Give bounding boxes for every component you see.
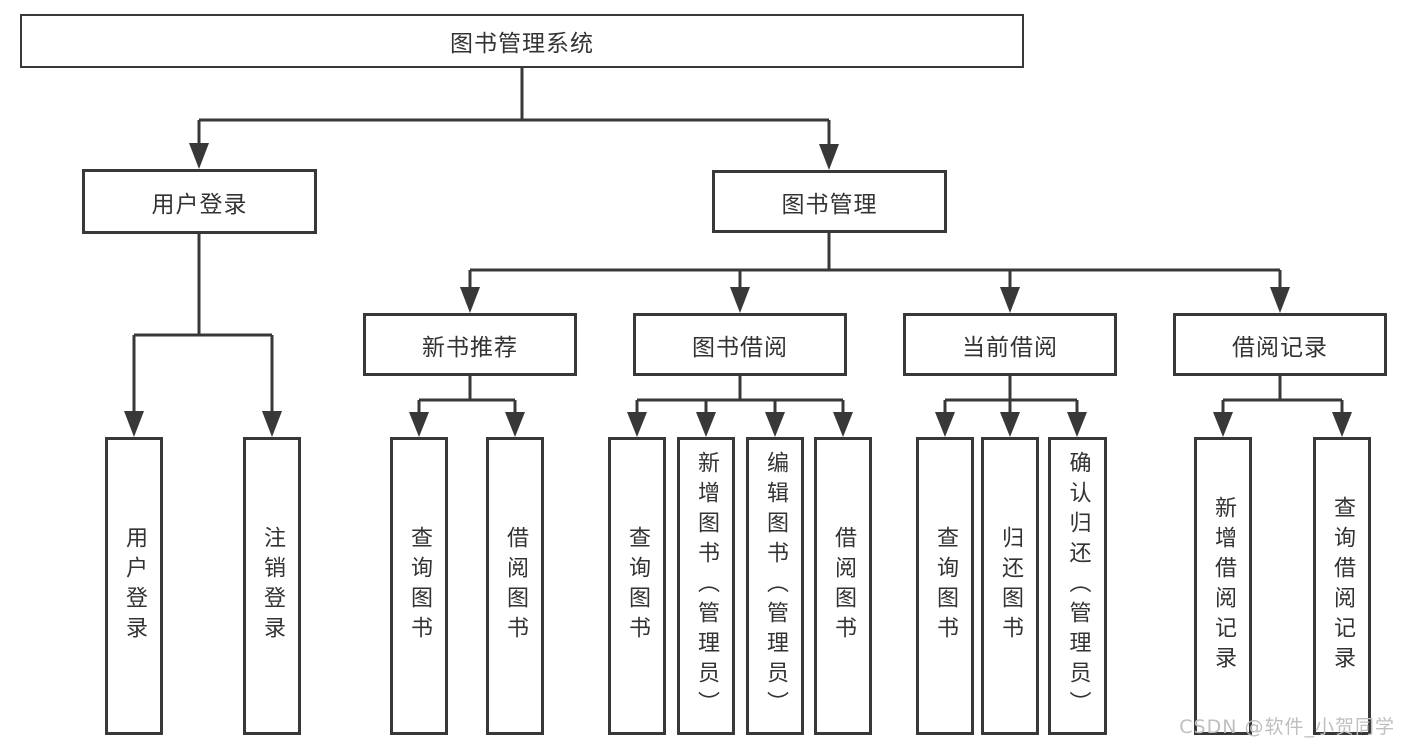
arrowhead [935, 412, 955, 437]
arrowhead [696, 412, 716, 437]
node-book-management: 图书管理 [712, 170, 947, 233]
arrowhead [765, 412, 785, 437]
connector-book-borrow-to-leaves [627, 376, 853, 437]
leaf-query-books-current-label: 查询图书 [933, 526, 958, 646]
arrowhead [833, 412, 853, 437]
connector-user-login-to-leaves [124, 234, 282, 437]
connector-book-management-to-level3 [460, 233, 1290, 313]
leaf-add-books-admin-label: 新增图书（管理员） [694, 451, 719, 721]
node-root: 图书管理系统 [20, 14, 1024, 68]
arrowhead [1067, 412, 1087, 437]
leaf-confirm-return-admin: 确认归还（管理员） [1048, 437, 1107, 735]
node-borrow-records-label: 借阅记录 [1232, 334, 1328, 361]
leaf-borrow-books-label: 借阅图书 [831, 526, 856, 646]
arrowhead [1000, 287, 1020, 313]
leaf-edit-books-admin: 编辑图书（管理员） [746, 437, 804, 735]
arrowhead [819, 144, 839, 170]
connector-new-book-recommend-to-leaves [409, 376, 525, 437]
leaf-confirm-return-admin-label: 确认归还（管理员） [1065, 451, 1091, 721]
leaf-user-login-label: 用户登录 [122, 526, 147, 646]
arrowhead [1000, 412, 1020, 437]
node-root-label: 图书管理系统 [450, 31, 594, 57]
leaf-return-books: 归还图书 [981, 437, 1039, 735]
watermark: CSDN @软件_小贺同学 [1179, 716, 1395, 738]
leaf-query-borrow-record: 查询借阅记录 [1313, 437, 1371, 735]
leaf-query-books-borrow-label: 查询图书 [625, 526, 650, 646]
arrowhead [627, 412, 647, 437]
arrowhead [262, 411, 282, 437]
leaf-add-books-admin: 新增图书（管理员） [677, 437, 735, 735]
leaf-borrow-books-recommend: 借阅图书 [486, 437, 544, 735]
arrowhead [1270, 287, 1290, 313]
connector-root-to-level2 [189, 68, 839, 170]
leaf-query-books-recommend: 查询图书 [390, 437, 448, 735]
leaf-query-books-current: 查询图书 [916, 437, 974, 735]
connector-current-borrow-to-leaves [935, 376, 1087, 437]
node-borrow-records: 借阅记录 [1173, 313, 1387, 376]
leaf-return-books-label: 归还图书 [998, 526, 1023, 646]
node-current-borrow-label: 当前借阅 [962, 334, 1058, 361]
arrowhead [730, 287, 750, 313]
leaf-borrow-books: 借阅图书 [814, 437, 872, 735]
node-book-management-label: 图书管理 [781, 191, 878, 218]
arrowhead [1213, 412, 1233, 437]
connector-borrow-records-to-leaves [1213, 376, 1352, 437]
leaf-borrow-books-recommend-label: 借阅图书 [503, 526, 528, 646]
leaf-add-borrow-record-label: 新增借阅记录 [1211, 496, 1236, 676]
leaf-add-borrow-record: 新增借阅记录 [1194, 437, 1252, 735]
arrowhead [505, 412, 525, 437]
arrowhead [409, 412, 429, 437]
arrowhead [189, 143, 209, 169]
leaf-logout-label: 注销登录 [260, 526, 285, 646]
node-new-book-recommend: 新书推荐 [363, 313, 577, 376]
arrowhead [460, 287, 480, 313]
leaf-query-books-recommend-label: 查询图书 [407, 526, 432, 646]
node-book-borrow-label: 图书借阅 [692, 334, 788, 361]
node-new-book-recommend-label: 新书推荐 [422, 334, 518, 361]
leaf-edit-books-admin-label: 编辑图书（管理员） [763, 451, 788, 721]
leaf-user-login: 用户登录 [105, 437, 163, 735]
leaf-query-borrow-record-label: 查询借阅记录 [1330, 496, 1355, 676]
leaf-logout: 注销登录 [243, 437, 301, 735]
arrowhead [1332, 412, 1352, 437]
node-user-login: 用户登录 [82, 169, 317, 234]
node-user-login-label: 用户登录 [151, 191, 248, 218]
node-current-borrow: 当前借阅 [903, 313, 1117, 376]
leaf-query-books-borrow: 查询图书 [608, 437, 666, 735]
node-book-borrow: 图书借阅 [633, 313, 847, 376]
arrowhead [124, 411, 144, 437]
